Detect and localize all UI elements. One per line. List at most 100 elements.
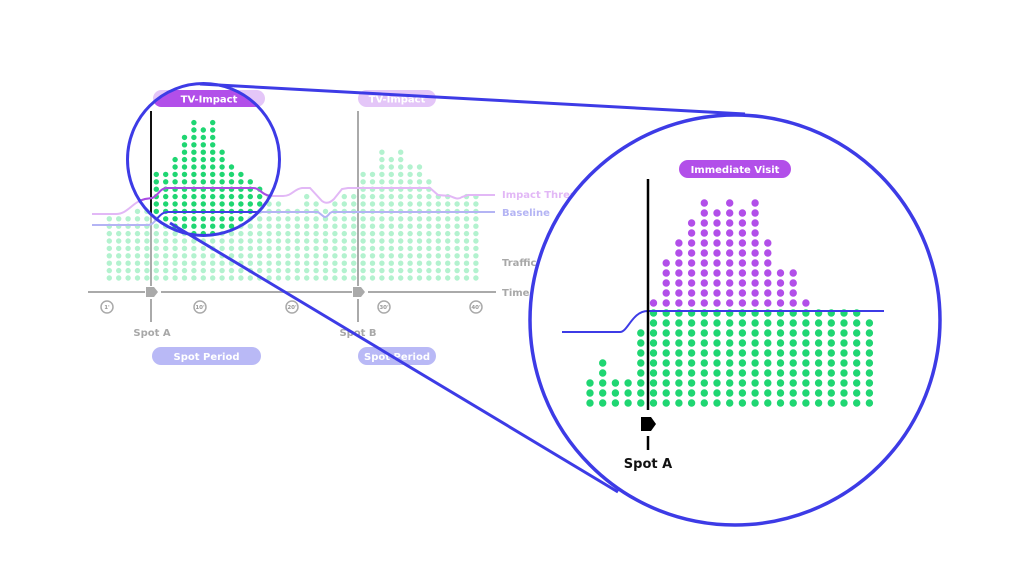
baseline-traffic-dot <box>764 359 772 367</box>
traffic-dot <box>172 201 178 207</box>
traffic-dot <box>116 230 122 237</box>
traffic-dot <box>247 275 253 281</box>
traffic-dot <box>125 216 131 222</box>
traffic-dot <box>125 253 131 259</box>
traffic-dot <box>106 253 113 259</box>
traffic-dot <box>172 275 178 281</box>
baseline-traffic-dot <box>776 399 785 407</box>
baseline-traffic-dot <box>802 349 810 357</box>
traffic-dot <box>210 253 216 259</box>
traffic-dot <box>454 267 460 274</box>
traffic-dot <box>341 253 347 259</box>
baseline-traffic-dot <box>675 339 683 347</box>
baseline-traffic-dot <box>726 389 734 397</box>
baseline-traffic-dot <box>586 379 594 387</box>
traffic-dot <box>322 223 329 229</box>
traffic-dot <box>181 134 188 141</box>
traffic-dot <box>304 230 310 237</box>
traffic-dot <box>238 179 244 185</box>
traffic-dot <box>181 223 188 229</box>
impact-visit-dot <box>700 239 708 247</box>
baseline-traffic-dot <box>751 349 759 357</box>
baseline-traffic-dot <box>726 379 734 387</box>
baseline-traffic-dot <box>662 349 670 357</box>
traffic-dot <box>191 127 197 133</box>
traffic-dot <box>238 275 244 281</box>
traffic-dot <box>416 275 423 281</box>
impact-visit-dot <box>738 239 747 247</box>
baseline-traffic-dot <box>675 359 683 367</box>
traffic-dot <box>238 201 244 207</box>
time-tick-marker <box>193 300 207 314</box>
impact-visit-dot <box>700 259 708 267</box>
traffic-dot <box>285 275 291 281</box>
overview-traffic-dots <box>106 119 479 281</box>
traffic-dot <box>351 193 357 200</box>
traffic-dot <box>332 267 338 274</box>
baseline-traffic-dot <box>865 389 874 397</box>
traffic-dot <box>153 171 159 178</box>
traffic-dot <box>379 156 385 163</box>
traffic-dot <box>313 267 319 274</box>
traffic-dot <box>304 253 310 259</box>
traffic-dot <box>369 260 376 266</box>
traffic-dot <box>257 267 263 274</box>
traffic-dot <box>181 275 188 281</box>
baseline-traffic-dot <box>713 359 721 367</box>
traffic-dot <box>435 201 441 207</box>
baseline-traffic-dot <box>738 339 747 347</box>
traffic-dot <box>228 267 235 274</box>
baseline-traffic-dot <box>840 399 848 407</box>
traffic-dot <box>454 245 460 252</box>
impact-visit-dot <box>726 249 734 257</box>
traffic-dot <box>210 179 216 185</box>
traffic-dot <box>322 267 329 274</box>
traffic-dot <box>106 245 113 252</box>
traffic-dot <box>200 201 206 207</box>
traffic-dot <box>351 275 357 281</box>
baseline-traffic-dot <box>713 319 721 327</box>
impact-visit-dot <box>700 279 708 287</box>
impact-visit-dot <box>751 229 759 237</box>
traffic-dot <box>379 267 385 274</box>
traffic-dot <box>473 216 479 222</box>
traffic-dot <box>228 171 235 178</box>
traffic-dot <box>172 260 178 266</box>
baseline-traffic-dot <box>726 349 734 357</box>
impact-visit-dot <box>751 219 759 227</box>
impact-threshold-label: Impact Threshold <box>502 190 600 201</box>
traffic-dot <box>153 253 159 259</box>
traffic-dot <box>285 223 291 229</box>
traffic-dot <box>341 260 347 266</box>
traffic-dot <box>285 253 291 259</box>
impact-visit-dot <box>726 199 734 207</box>
traffic-dot <box>379 193 385 200</box>
impact-visit-dot <box>713 269 721 277</box>
baseline-traffic-dot <box>814 329 823 337</box>
time-tick-label: 10' <box>195 305 205 311</box>
baseline-traffic-dot <box>662 389 670 397</box>
baseline-traffic-dot <box>637 349 645 357</box>
traffic-dot <box>294 267 300 274</box>
baseline-traffic-dot <box>675 379 683 387</box>
traffic-dot <box>463 245 470 252</box>
time-tick-marker <box>100 300 114 314</box>
impact-visit-dot <box>687 249 696 257</box>
traffic-dot <box>369 193 376 200</box>
traffic-dot <box>116 275 122 281</box>
baseline-traffic-dot <box>713 379 721 387</box>
traffic-dot <box>144 267 150 274</box>
impact-visit-dot <box>726 259 734 267</box>
traffic-dot <box>322 275 329 281</box>
traffic-dot <box>106 216 113 222</box>
spot-b-arrow-icon <box>353 287 365 297</box>
baseline-traffic-dot <box>599 369 607 377</box>
traffic-dot <box>219 171 225 178</box>
traffic-dot <box>200 164 206 170</box>
traffic-dot <box>407 267 413 274</box>
baseline-traffic-dot <box>853 329 861 337</box>
baseline-traffic-dot <box>738 369 747 377</box>
traffic-dot <box>181 156 188 163</box>
traffic-dot <box>191 267 197 274</box>
baseline-traffic-dot <box>865 319 874 327</box>
